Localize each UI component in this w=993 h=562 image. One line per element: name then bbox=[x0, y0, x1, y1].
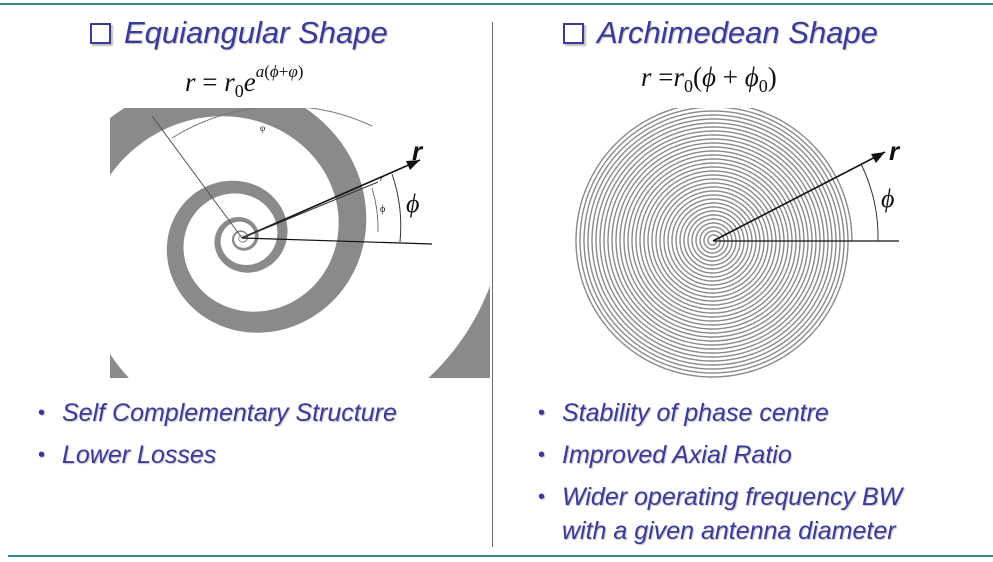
formula-equals: = bbox=[658, 62, 674, 92]
archimedean-heading-text: Archimedean Shape bbox=[597, 15, 878, 50]
checkbox-icon bbox=[563, 22, 584, 44]
formula-close: ) bbox=[767, 62, 777, 92]
formula-exp-open: ( bbox=[264, 62, 270, 81]
equiangular-heading: Equiangular Shape bbox=[90, 15, 388, 51]
reference-line bbox=[151, 115, 243, 239]
bullet-item: • Self Complementary Structure bbox=[38, 392, 397, 434]
formula-plus: + bbox=[722, 62, 738, 92]
bullet-text: Lower Losses bbox=[62, 441, 217, 469]
baseline bbox=[241, 237, 433, 245]
formula-exp-plus: + bbox=[278, 62, 289, 81]
bullet-dot: • bbox=[538, 402, 546, 424]
archimedean-spiral bbox=[575, 108, 853, 378]
radius-arrowhead bbox=[871, 152, 885, 163]
equiangular-heading-text: Equiangular Shape bbox=[124, 15, 388, 50]
inner-phi-label: ϕ bbox=[380, 204, 385, 215]
bullet-dot: • bbox=[538, 444, 546, 466]
radius-vector bbox=[241, 159, 421, 239]
formula-exp-phi: ϕ bbox=[269, 62, 279, 81]
formula-lhs: r bbox=[641, 62, 652, 92]
formula-r: r bbox=[673, 62, 685, 92]
inner-radius-line bbox=[241, 181, 379, 239]
equiangular-spiral-diagram: r ϕ ϕ r φ bbox=[110, 108, 490, 378]
formula-phi0: ϕ bbox=[744, 62, 759, 92]
bullet-text: Stability of phase centre bbox=[562, 399, 829, 427]
archimedean-spiral-diagram: r ϕ bbox=[575, 108, 901, 378]
bullet-item: • Wider operating frequency BW bbox=[538, 476, 902, 518]
formula-phi0-subscript: 0 bbox=[758, 76, 768, 96]
phi-arc bbox=[860, 163, 879, 242]
equiangular-spiral bbox=[110, 108, 490, 378]
bullet-text: Self Complementary Structure bbox=[62, 399, 397, 427]
bullet-continuation: with a given antenna diameter bbox=[538, 512, 902, 550]
bullet-item: • Lower Losses bbox=[38, 434, 397, 476]
phi-label: ϕ bbox=[881, 184, 894, 213]
equiangular-bullets: • Self Complementary Structure • Lower Los… bbox=[38, 392, 397, 476]
formula-phi: ϕ bbox=[702, 62, 716, 92]
equiangular-panel: Equiangular Shape r = r0ea(ϕ+φ) r ϕ ϕ r … bbox=[0, 0, 492, 555]
formula-exp-close: ) bbox=[297, 62, 304, 81]
bottom-rule bbox=[8, 555, 993, 557]
bullet-dot: • bbox=[538, 486, 546, 508]
formula-equals: = bbox=[202, 67, 218, 97]
checkbox-icon bbox=[90, 22, 111, 44]
inner-r-label: r bbox=[380, 173, 384, 183]
equiangular-formula: r = r0ea(ϕ+φ) bbox=[185, 62, 303, 102]
formula-r: r bbox=[224, 67, 235, 97]
archimedean-heading: Archimedean Shape bbox=[563, 15, 878, 51]
outer-guide-arc bbox=[171, 108, 373, 139]
bullet-item: • Stability of phase centre bbox=[538, 392, 902, 434]
formula-lhs: r bbox=[185, 67, 196, 97]
spiral-winding bbox=[575, 108, 853, 378]
r-label: r bbox=[889, 136, 901, 166]
formula-r-subscript: 0 bbox=[234, 81, 244, 101]
bullet-text: with a given antenna diameter bbox=[562, 517, 896, 545]
radius-vector bbox=[712, 151, 886, 242]
formula-exp-a: a bbox=[255, 62, 265, 81]
bullet-text: Wider operating frequency BW bbox=[562, 483, 903, 511]
bullet-text: Improved Axial Ratio bbox=[562, 441, 792, 469]
formula-e: e bbox=[243, 67, 256, 97]
formula-r-subscript: 0 bbox=[684, 76, 694, 96]
top-rule bbox=[0, 3, 993, 5]
bullet-dot: • bbox=[38, 402, 46, 424]
top-phi-label: φ bbox=[260, 123, 265, 133]
bullet-item: • Improved Axial Ratio bbox=[538, 434, 902, 476]
archimedean-bullets: • Stability of phase centre • Improved Axi… bbox=[538, 392, 902, 550]
archimedean-panel: Archimedean Shape r =r0(ϕ + ϕ0) r ϕ •Sta… bbox=[493, 0, 993, 555]
r-label: r bbox=[412, 136, 424, 166]
formula-exp-varphi: φ bbox=[288, 62, 298, 81]
phi-arc bbox=[391, 173, 402, 243]
phi-label: ϕ bbox=[406, 189, 419, 218]
radius-arrowhead bbox=[406, 160, 420, 170]
bullet-dot: • bbox=[38, 444, 46, 466]
column-divider bbox=[492, 22, 493, 547]
formula-open: ( bbox=[693, 62, 703, 92]
spiral-arm bbox=[110, 108, 490, 378]
archimedean-formula: r =r0(ϕ + ϕ0) bbox=[641, 62, 777, 97]
inner-phi-arc bbox=[371, 187, 379, 233]
